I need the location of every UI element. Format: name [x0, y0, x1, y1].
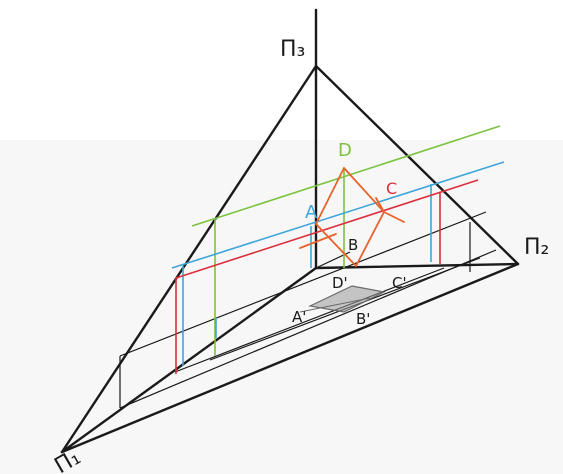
edge-DA — [315, 167, 345, 225]
label-pi2: Π₂ — [524, 235, 549, 260]
edge-ext-c2 — [375, 197, 385, 213]
green-line-d — [191, 125, 501, 227]
orange-figure — [299, 167, 405, 267]
green-lines — [191, 125, 501, 356]
trace-pi3-pi1 — [60, 64, 318, 454]
base-hatch — [299, 297, 371, 313]
base-projection — [299, 285, 386, 313]
axis-x — [60, 266, 318, 454]
red-line-c — [175, 179, 479, 279]
base-rhombus — [308, 285, 386, 313]
label-pi3: Π₃ — [280, 37, 305, 62]
edge-CB — [355, 211, 385, 267]
label-point-A-prime: A' — [292, 308, 306, 326]
edge-DC — [343, 167, 385, 213]
label-point-B: B — [348, 236, 358, 254]
edge-AB — [315, 223, 357, 267]
label-point-C-prime: C' — [392, 274, 407, 292]
label-point-A: A — [305, 202, 318, 223]
trace-pi1-pi2 — [60, 262, 520, 454]
edge-ext-c — [383, 211, 405, 223]
helper-line-2 — [119, 249, 497, 409]
axis-y — [314, 262, 520, 270]
edge-ext-a — [299, 233, 337, 249]
trace-pi3-pi2 — [314, 64, 520, 266]
label-point-D-prime: D' — [332, 274, 348, 292]
paper-tint — [0, 140, 563, 474]
axes-group — [60, 8, 520, 454]
label-point-C: C — [386, 179, 397, 198]
label-point-D: D — [338, 140, 352, 161]
blue-line-a — [171, 161, 505, 269]
blue-lines — [171, 161, 505, 366]
label-point-B-prime: B' — [356, 310, 370, 328]
helper-line-4 — [174, 267, 445, 373]
red-lines — [175, 179, 479, 374]
helper-line-1 — [119, 211, 487, 357]
